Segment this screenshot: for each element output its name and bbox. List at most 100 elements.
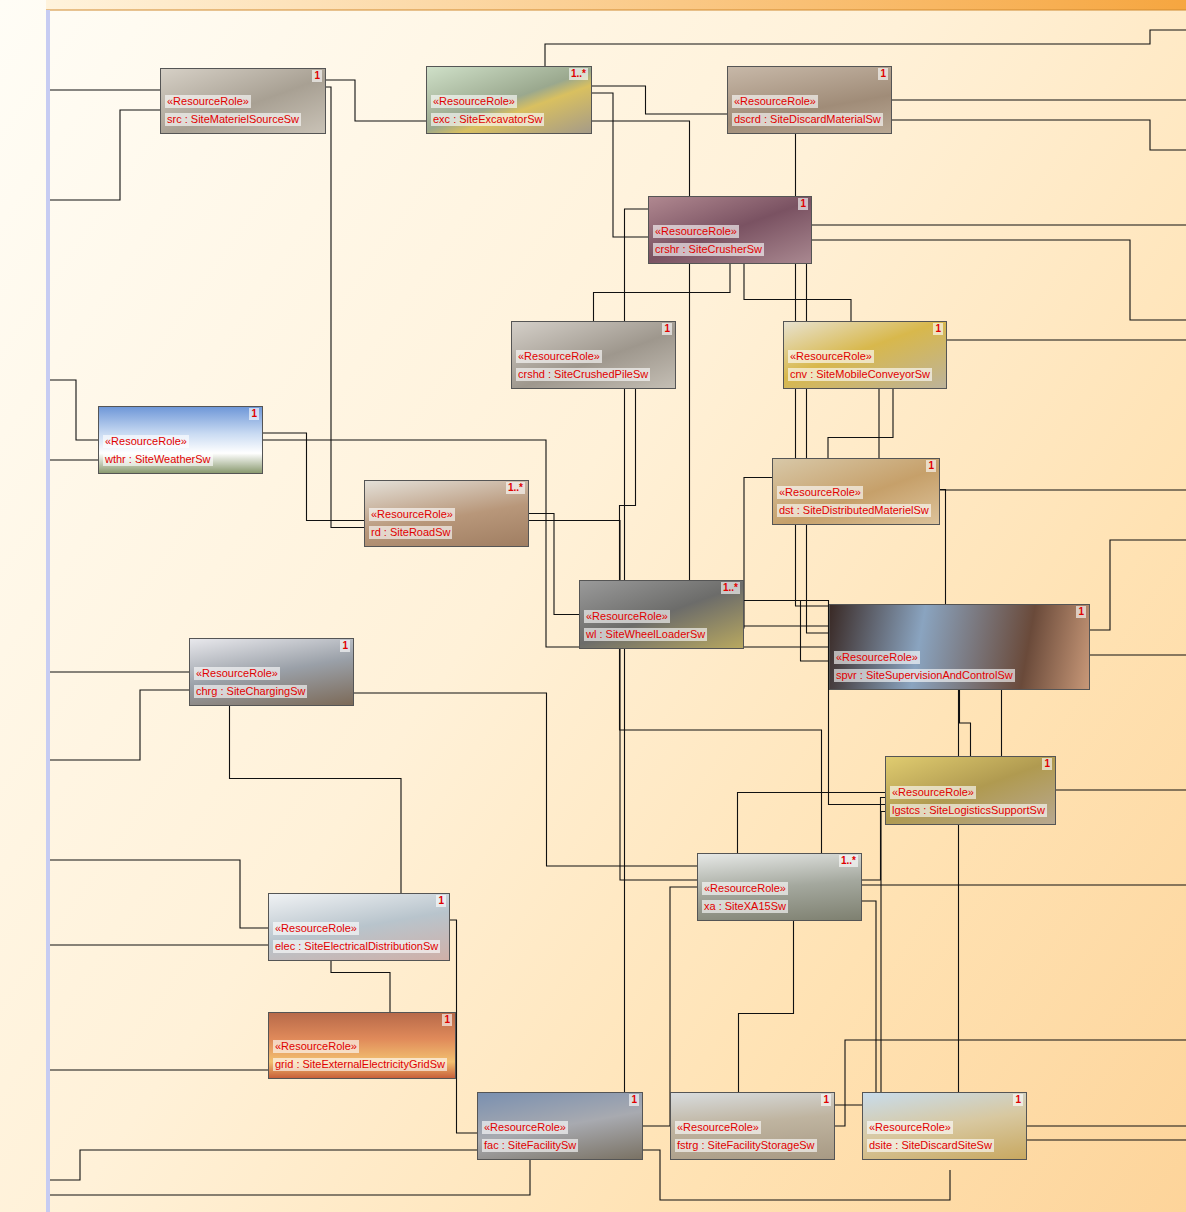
role-name: crshd : SiteCrushedPileSw bbox=[516, 368, 650, 381]
resource-role: «ResourceRole» wl : SiteWheelLoaderSw 1..* bbox=[579, 580, 744, 649]
connector bbox=[620, 389, 636, 580]
stereotype: «ResourceRole» bbox=[482, 1121, 568, 1134]
stereotype: «ResourceRole» bbox=[653, 225, 739, 238]
resource-role: «ResourceRole»grid : SiteExternalElectri… bbox=[268, 1012, 456, 1079]
resource-role: «ResourceRole» dst : SiteDistributedMater… bbox=[772, 458, 940, 525]
role-name: exc : SiteExcavatorSw bbox=[431, 113, 544, 126]
resource-role: «ResourceRole»elec : SiteElectricalDistr… bbox=[268, 893, 450, 961]
multiplicity: 1..* bbox=[506, 482, 525, 494]
role-label: «ResourceRole» crshr : SiteCrusherSw bbox=[649, 219, 811, 263]
stereotype: «ResourceRole» bbox=[165, 95, 251, 108]
stereotype: «ResourceRole» bbox=[431, 95, 517, 108]
resource-role: «ResourceRole» src : SiteMaterielSourceSw… bbox=[160, 68, 326, 134]
connector bbox=[744, 264, 851, 321]
connector bbox=[529, 514, 579, 615]
role-label: «ResourceRole» dsite : SiteDiscardSiteSw bbox=[863, 1115, 1026, 1159]
stereotype: «ResourceRole» bbox=[867, 1121, 953, 1134]
frame-left-bar bbox=[46, 10, 50, 1212]
resource-role: «ResourceRole»dscrd : SiteDiscardMateria… bbox=[727, 66, 892, 134]
resource-role: «ResourceRole» dsite : SiteDiscardSiteSw 1 bbox=[862, 1092, 1027, 1160]
multiplicity: 1 bbox=[340, 640, 350, 652]
multiplicity: 1 bbox=[1013, 1094, 1023, 1106]
connector bbox=[620, 649, 822, 853]
role-label: «ResourceRole»grid : SiteExternalElectri… bbox=[269, 1034, 455, 1078]
resource-role: «ResourceRole»rd : SiteRoadSw 1..* bbox=[364, 480, 529, 547]
multiplicity: 1 bbox=[662, 323, 672, 335]
multiplicity: 1 bbox=[442, 1014, 452, 1026]
stereotype: «ResourceRole» bbox=[788, 350, 874, 363]
role-label: «ResourceRole»chrg : SiteChargingSw bbox=[190, 661, 353, 705]
role-name: dscrd : SiteDiscardMaterialSw bbox=[732, 113, 883, 126]
resource-role: «ResourceRole»crshd : SiteCrushedPileSw 1 bbox=[511, 321, 676, 389]
connector bbox=[326, 80, 426, 121]
role-name: lgstcs : SiteLogisticsSupportSw bbox=[890, 804, 1047, 817]
connector bbox=[529, 521, 697, 881]
role-name: src : SiteMaterielSourceSw bbox=[165, 113, 301, 126]
multiplicity: 1 bbox=[798, 198, 808, 210]
stereotype: «ResourceRole» bbox=[702, 882, 788, 895]
connector bbox=[592, 86, 727, 114]
role-label: «ResourceRole» fstrg : SiteFacilityStorag… bbox=[671, 1115, 834, 1159]
stereotype: «ResourceRole» bbox=[834, 651, 920, 664]
connector bbox=[960, 690, 971, 756]
resource-role: «ResourceRole»wthr : SiteWeatherSw1 bbox=[98, 406, 263, 474]
role-label: «ResourceRole»rd : SiteRoadSw bbox=[365, 502, 528, 546]
connector bbox=[326, 87, 364, 528]
resource-role: «ResourceRole» fstrg : SiteFacilityStorag… bbox=[670, 1092, 835, 1160]
connector bbox=[643, 887, 697, 1126]
multiplicity: 1..* bbox=[569, 68, 588, 80]
connector bbox=[331, 961, 390, 1012]
multiplicity: 1 bbox=[312, 70, 322, 82]
role-name: dst : SiteDistributedMaterielSw bbox=[777, 504, 931, 517]
connector bbox=[739, 921, 794, 1092]
role-label: «ResourceRole»dscrd : SiteDiscardMateria… bbox=[728, 89, 891, 133]
connector bbox=[862, 901, 876, 1112]
multiplicity: 1 bbox=[878, 68, 888, 80]
role-label: «ResourceRole» spvr : SiteSupervisionAndC… bbox=[830, 645, 1089, 689]
resource-role: «ResourceRole» fac : SiteFacilitySw 1 bbox=[477, 1092, 643, 1160]
connector bbox=[354, 693, 697, 866]
role-name: wthr : SiteWeatherSw bbox=[103, 453, 213, 466]
role-label: «ResourceRole»elec : SiteElectricalDistr… bbox=[269, 916, 449, 960]
connector bbox=[807, 244, 830, 633]
role-label: «ResourceRole» xa : SiteXA15Sw bbox=[698, 876, 861, 920]
stereotype: «ResourceRole» bbox=[103, 435, 189, 448]
multiplicity: 1..* bbox=[839, 855, 858, 867]
multiplicity: 1 bbox=[933, 323, 943, 335]
connector bbox=[592, 93, 648, 237]
multiplicity: 1 bbox=[629, 1094, 639, 1106]
stereotype: «ResourceRole» bbox=[675, 1121, 761, 1134]
multiplicity: 1 bbox=[1076, 606, 1086, 618]
connector bbox=[744, 601, 829, 662]
stereotype: «ResourceRole» bbox=[777, 486, 863, 499]
stereotype: «ResourceRole» bbox=[584, 610, 670, 623]
connector bbox=[744, 478, 772, 629]
connector bbox=[263, 440, 829, 647]
multiplicity: 1..* bbox=[721, 582, 740, 594]
multiplicity: 1 bbox=[926, 460, 936, 472]
role-label: «ResourceRole» fac : SiteFacilitySw bbox=[478, 1115, 642, 1159]
connector bbox=[263, 433, 364, 521]
resource-role: «ResourceRole» xa : SiteXA15Sw 1..* bbox=[697, 853, 862, 921]
role-label: «ResourceRole» dst : SiteDistributedMater… bbox=[773, 480, 939, 524]
resource-role: «ResourceRole» cnv : SiteMobileConveyorSw… bbox=[783, 321, 947, 389]
role-label: «ResourceRole»crshd : SiteCrushedPileSw bbox=[512, 344, 675, 388]
resource-role: «ResourceRole» lgstcs : SiteLogisticsSupp… bbox=[885, 756, 1056, 825]
resource-role: «ResourceRole»chrg : SiteChargingSw 1 bbox=[189, 638, 354, 706]
resource-role: «ResourceRole» crshr : SiteCrusherSw 1 bbox=[648, 196, 812, 264]
role-name: xa : SiteXA15Sw bbox=[702, 900, 788, 913]
role-name: spvr : SiteSupervisionAndControlSw bbox=[834, 669, 1015, 682]
role-name: chrg : SiteChargingSw bbox=[194, 685, 307, 698]
role-name: wl : SiteWheelLoaderSw bbox=[584, 628, 707, 641]
role-name: cnv : SiteMobileConveyorSw bbox=[788, 368, 932, 381]
connector bbox=[230, 706, 402, 893]
role-name: fstrg : SiteFacilityStorageSw bbox=[675, 1139, 817, 1152]
role-name: fac : SiteFacilitySw bbox=[482, 1139, 578, 1152]
role-name: crshr : SiteCrusherSw bbox=[653, 243, 764, 256]
role-name: dsite : SiteDiscardSiteSw bbox=[867, 1139, 994, 1152]
role-label: «ResourceRole» wthr : SiteWeatherSw bbox=[99, 429, 262, 473]
stereotype: «ResourceRole» bbox=[890, 786, 976, 799]
connector bbox=[594, 264, 731, 321]
role-label: «ResourceRole» exc : SiteExcavatorSw bbox=[427, 89, 591, 133]
